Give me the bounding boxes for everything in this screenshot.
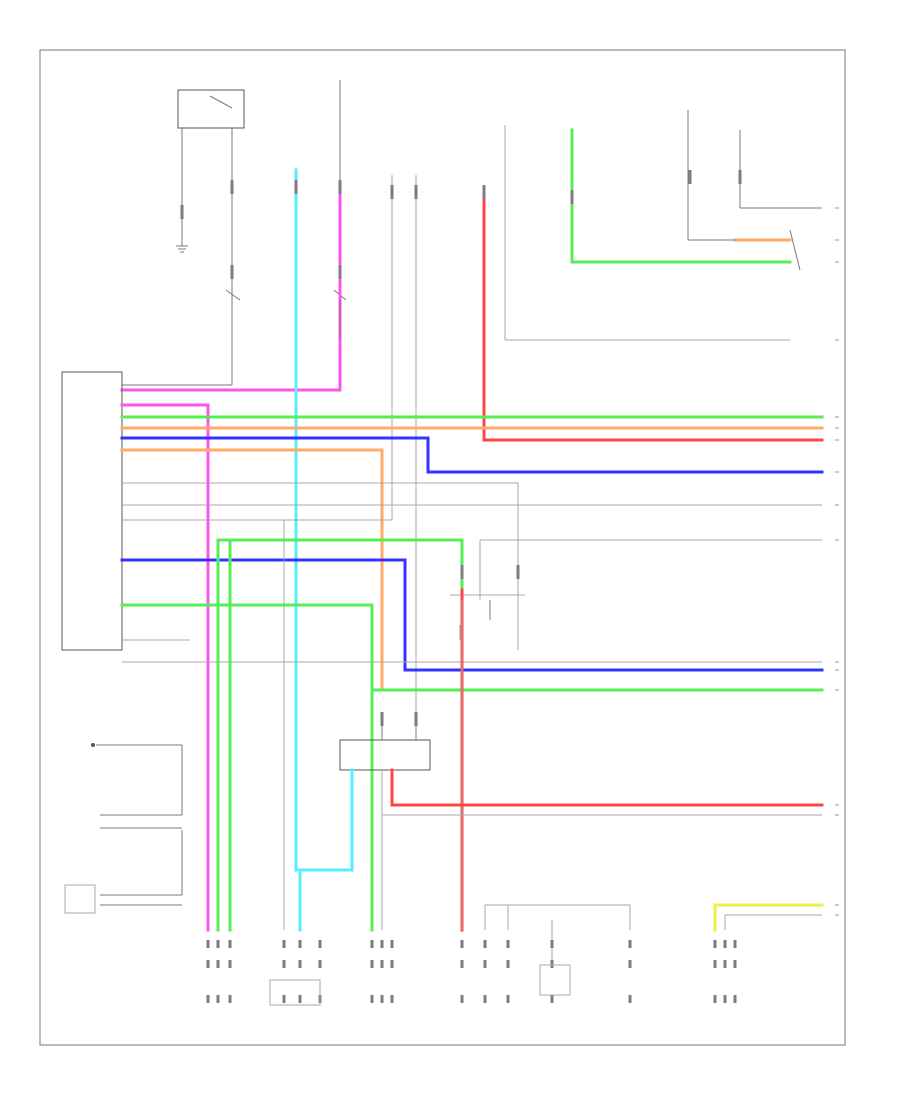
left-lower-switches [64, 743, 183, 914]
connector-icon [733, 995, 737, 1003]
cyan-wire [294, 168, 302, 932]
connector-icon [228, 995, 232, 1003]
connector-icon [738, 170, 742, 184]
connector-icon [460, 995, 464, 1003]
connector-icon [390, 940, 394, 948]
connector-icon [216, 940, 220, 948]
connector-icon [282, 995, 286, 1003]
green-wire-ecm-3 [216, 538, 464, 592]
connector-icon [723, 995, 727, 1003]
connector-icon [713, 960, 717, 968]
diagram-frame [39, 49, 846, 1046]
connector-icon [370, 995, 374, 1003]
connector-icon [282, 960, 286, 968]
connector-icon [230, 180, 234, 194]
connector-icon [483, 960, 487, 968]
connector-icon [506, 960, 510, 968]
connector-icon [688, 170, 692, 184]
connector-icon [228, 960, 232, 968]
relay-box-top-left [122, 89, 245, 386]
connector-icon [483, 995, 487, 1003]
connector-icon [216, 995, 220, 1003]
green-wire-upper [570, 128, 792, 264]
switch-contact-icon [225, 289, 347, 301]
connector-icon [723, 960, 727, 968]
orange-wire-ecm-2 [120, 448, 384, 692]
connector-icon [180, 205, 184, 219]
red-wire-lower [390, 768, 824, 807]
connector-icon [482, 185, 486, 199]
blue-wire-ecm-2 [120, 558, 824, 672]
connector-icon [713, 940, 717, 948]
connector-icon [733, 960, 737, 968]
connector-icon [338, 180, 342, 194]
right-edge-terminals [835, 207, 839, 916]
connector-icon [628, 995, 632, 1003]
connector-icon [570, 190, 574, 204]
connector-icon [550, 960, 554, 968]
connector-icon [506, 995, 510, 1003]
connector-icon [390, 995, 394, 1003]
connector-icon [483, 940, 487, 948]
connector-icon [414, 712, 418, 726]
connector-icon [550, 940, 554, 948]
connector-ticks [180, 170, 742, 1003]
cyan-wire-lower [298, 768, 354, 872]
connector-icon [318, 960, 322, 968]
connector-icon [713, 995, 717, 1003]
connector-icon [628, 960, 632, 968]
connector-icon [294, 180, 298, 194]
pink-wire [120, 183, 342, 392]
connector-icon [206, 995, 210, 1003]
connector-icon [206, 960, 210, 968]
connector-icon [414, 185, 418, 199]
connector-icon [550, 995, 554, 1003]
ground-symbol-icon [176, 240, 188, 253]
connector-icon [230, 265, 234, 279]
connector-icon [380, 940, 384, 948]
connector-icon [298, 940, 302, 948]
connector-icon [216, 960, 220, 968]
connector-icon [390, 185, 394, 199]
green-wire-ecm-2 [120, 603, 824, 692]
connector-icon [380, 995, 384, 1003]
connector-icon [628, 940, 632, 948]
bottom-component-boxes [269, 964, 571, 1006]
connector-icon [460, 940, 464, 948]
connector-icon [733, 940, 737, 948]
connector-icon [206, 940, 210, 948]
connector-icon [370, 940, 374, 948]
connector-icon [298, 960, 302, 968]
connector-icon [380, 960, 384, 968]
connector-icon [370, 960, 374, 968]
switch-box-top-right [687, 110, 822, 271]
connector-icon [298, 995, 302, 1003]
middle-relay-box [339, 739, 431, 771]
connector-icon [723, 940, 727, 948]
yellow-wire [713, 903, 824, 932]
connector-icon [390, 960, 394, 968]
connector-icon [228, 940, 232, 948]
blue-wire-ecm-1 [120, 436, 824, 474]
red-wire-upper [482, 188, 824, 442]
connector-icon [516, 565, 520, 579]
connector-icon [380, 712, 384, 726]
connector-icon [338, 265, 342, 279]
connector-icon [318, 940, 322, 948]
connector-icon [506, 940, 510, 948]
ecm-module-box [61, 371, 123, 651]
connector-icon [282, 940, 286, 948]
pink-wire-ecm [120, 403, 210, 932]
connector-icon [460, 960, 464, 968]
connector-icon [460, 565, 464, 579]
